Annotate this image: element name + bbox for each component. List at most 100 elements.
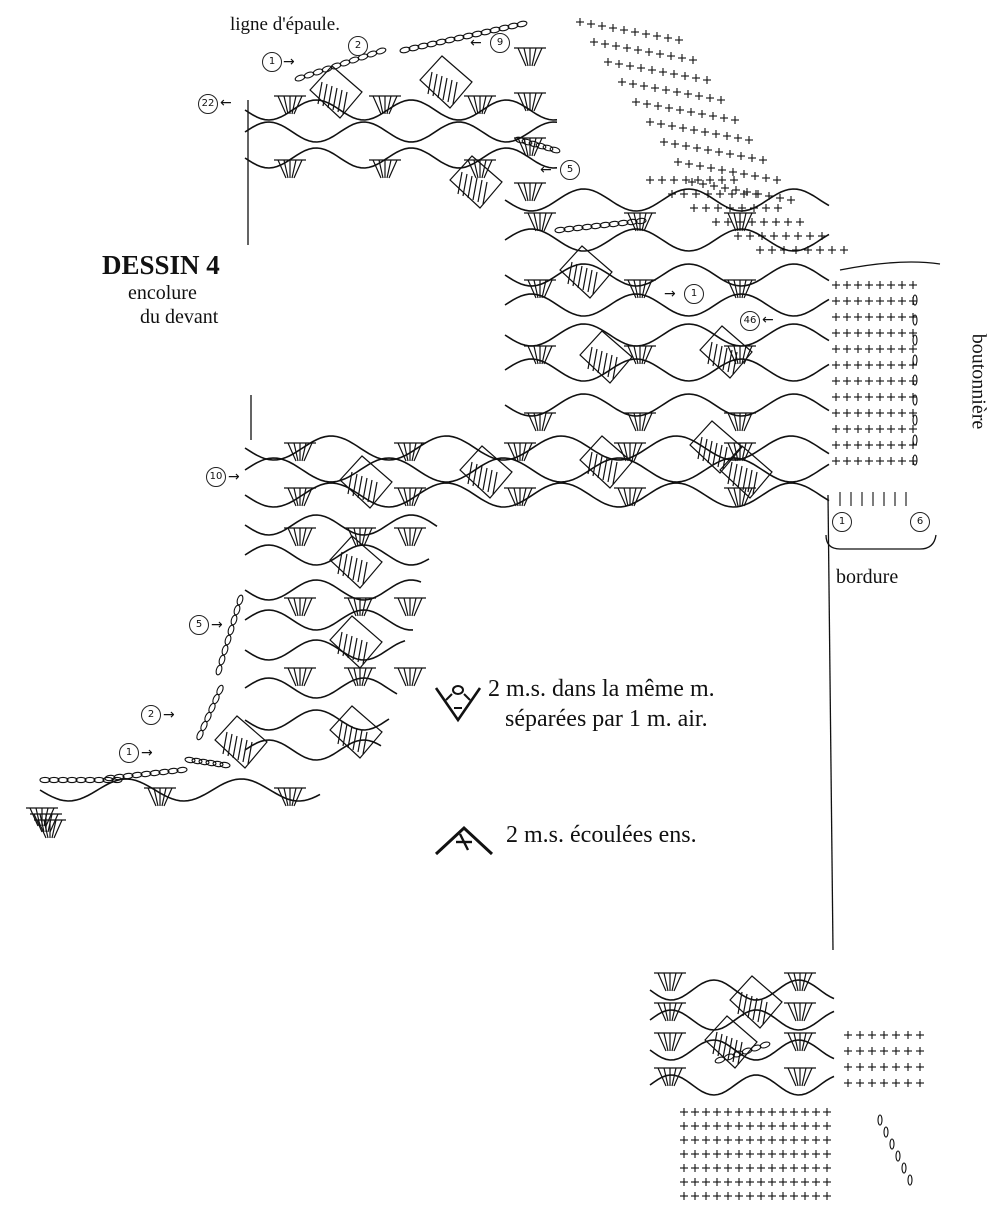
fan-stitch (531, 92, 537, 112)
fan-stitch (641, 212, 647, 232)
fan-stitch (347, 527, 357, 547)
fan-stitch (741, 442, 747, 462)
fan-stitch (513, 442, 519, 462)
fan-stitch (386, 159, 392, 179)
fan-stitch (741, 487, 747, 507)
shell-outline (729, 975, 783, 1029)
wave-row (504, 393, 830, 417)
arrow-right-icon: → (228, 469, 240, 485)
fan-stitch (303, 597, 313, 617)
chain-stitch (554, 226, 566, 234)
chain-stitch (224, 634, 232, 646)
fan-stitch (633, 345, 639, 365)
chain-stitch (435, 38, 447, 46)
fan-stitch (671, 1032, 677, 1052)
chain-stitch (93, 776, 105, 784)
row-marker: 10 (206, 467, 226, 487)
fan-stitch (541, 279, 547, 299)
shell-stitch (342, 633, 348, 657)
fan-stitch (287, 442, 297, 462)
shell-stitch (247, 741, 253, 765)
shell-stitch (702, 438, 708, 462)
fan-stitch (727, 412, 737, 432)
fan-stitch (633, 442, 643, 462)
fan-stitch (787, 1032, 797, 1052)
fan-stitch (541, 212, 547, 232)
fan-stitch (531, 47, 537, 67)
wave-row (504, 228, 830, 252)
fan-stitch (533, 212, 539, 232)
shell-stitch (352, 473, 358, 497)
wave-row (244, 121, 558, 143)
chain-stitch (581, 223, 593, 231)
fan-stitch (523, 47, 529, 67)
arrow-right-icon: → (141, 745, 153, 761)
band-chain (912, 374, 918, 386)
chain-stitch (426, 40, 438, 48)
wave-row (504, 263, 830, 287)
shell-stitch (352, 727, 358, 751)
fan-stitch (641, 279, 647, 299)
fan-stitch (53, 819, 63, 839)
fan-stitch (37, 819, 47, 839)
chain-stitch (212, 760, 224, 768)
fan-stitch (397, 527, 407, 547)
shell-stitch (327, 85, 333, 109)
fan-stitch (627, 279, 637, 299)
fan-stitch (361, 597, 367, 617)
fan-stitch (411, 667, 417, 687)
chain-stitch (198, 758, 210, 766)
fan-stitch (803, 1002, 813, 1022)
fan-stitch (727, 279, 737, 299)
shell-stitch (492, 471, 498, 495)
fan-stitch (673, 1032, 683, 1052)
chain-stitch (227, 624, 235, 636)
fan-stitch (153, 787, 159, 807)
fan-stitch (643, 345, 653, 365)
fan-stitch (663, 1067, 669, 1087)
shell-stitches (214, 55, 783, 1069)
fan-stitch (671, 1067, 677, 1087)
shell-outline (329, 705, 383, 759)
fan-stitch (727, 345, 737, 365)
shell-stitch (342, 553, 348, 577)
fan-stitch (483, 159, 493, 179)
chain-stitch (462, 32, 474, 40)
chain-stitch (218, 654, 226, 666)
shell-stitch (762, 1001, 768, 1025)
arrow-right-icon: → (163, 707, 175, 723)
shell-stitch (472, 463, 478, 487)
chain-stitch (635, 217, 647, 225)
fan-stitch (301, 527, 307, 547)
chain-stitch (572, 224, 584, 232)
fan-stitch (29, 807, 39, 827)
chain-stitch (563, 225, 575, 233)
shell-outline (214, 715, 268, 769)
fan-stitch (743, 442, 753, 462)
fan-stitch (283, 159, 289, 179)
fan-stitch (623, 487, 629, 507)
chain-stitch (158, 768, 170, 776)
chain-stitch (617, 219, 629, 227)
fan-stitch (507, 442, 517, 462)
shell-stitch (567, 261, 573, 285)
shell-stitch (357, 639, 363, 663)
shell-outline (419, 55, 473, 109)
fan-stitch (291, 95, 297, 115)
chain-stitch (113, 773, 125, 781)
fan-stitch (733, 487, 739, 507)
fan-stitch (517, 47, 527, 67)
shell-outline (579, 435, 633, 489)
chain-stitch (521, 138, 533, 146)
fan-stitch (411, 527, 417, 547)
shell-stitch (447, 79, 453, 103)
fan-stitch (743, 279, 753, 299)
fan-stitch (803, 1032, 813, 1052)
chain-stitch (375, 47, 387, 55)
edge-line (827, 494, 834, 951)
chain-stitch (230, 614, 238, 626)
fan-stitch (397, 442, 407, 462)
shell-stitch (227, 733, 233, 757)
chain-stitch (104, 774, 116, 782)
shell-stitch (707, 341, 713, 365)
